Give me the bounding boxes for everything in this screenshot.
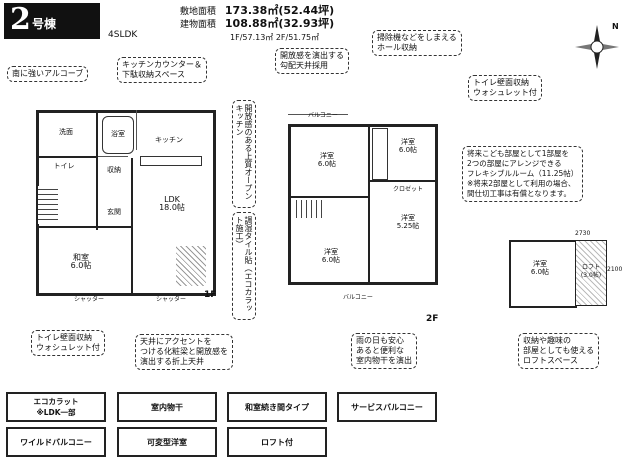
bath-area (102, 116, 134, 154)
callout-kitchen-counter: キッチンカウンター＆ 下駄収納スペース (117, 57, 207, 83)
compass-rose-icon (575, 25, 619, 69)
kitchen-counter-shape (140, 156, 202, 166)
callout-indoor-dry: 雨の日も安心 あると便利な 室内物干を演出 (351, 333, 417, 369)
callout-ceiling-2f: 開放感を演出する 勾配天井採用 (275, 48, 349, 74)
floor-plan-2f: バルコニー 洋室 6.0帖 洋室 6.0帖 洋室 5.25帖 洋室 6.0帖 ク… (288, 96, 448, 324)
callout-alcove: 南に強いアルコーブ (7, 66, 89, 82)
compass-north-label: N (612, 22, 619, 31)
feature-ecocarat: エコカラット ※LDK一部 (6, 392, 106, 422)
loft-dim-width: 2730 (575, 230, 591, 237)
callout-flexible-room: 将来こども部屋として1部屋を 2つの部屋にアレンジできる フレキシブルルーム（1… (462, 146, 584, 202)
area-table: 敷地面積 173.38㎡(52.44坪) 建物面積 108.88㎡(32.93坪… (180, 5, 334, 31)
toilet-label: トイレ (53, 162, 75, 170)
callout-loft: 収納や趣味の 部屋としても使える ロフトスペース (518, 333, 600, 369)
building-number: 2 (10, 2, 31, 37)
compass: N (572, 22, 622, 72)
closet-label: クロゼット (392, 186, 423, 193)
feature-wide-balcony: ワイルドバルコニー (6, 427, 106, 457)
callout-open-kitchen: 開放感のある上質オープンキッチン (232, 100, 256, 208)
stairs-1f (38, 186, 58, 224)
feature-loft: ロフト付 (227, 427, 327, 457)
floor-breakdown: 1F/57.13㎡ 2F/51.75㎡ (230, 33, 320, 42)
loft-size-label: ロフト (3.0帖) (580, 264, 602, 279)
site-area-value: 173.38㎡(52.44坪) (224, 4, 335, 17)
layout-type: 4SLDK (108, 30, 138, 40)
building-badge: 2 号棟 (4, 3, 100, 39)
western-room-d: 洋室 6.0帖 (321, 248, 341, 264)
tile-wall-hatch (176, 246, 206, 286)
entrance-label: 玄関 (107, 208, 121, 216)
callout-ceiling-1f: 天井にアクセントを つける化粧梁と開放感を 演出する折上天井 (135, 334, 233, 370)
callout-toilet-2f: トイレ壁面収納 ウォシュレット付 (468, 75, 542, 101)
loft-dim-height: 2100 (607, 266, 623, 273)
shutter-left: シャッター (73, 296, 104, 303)
feature-indoor-dry: 室内物干 (117, 392, 217, 422)
callout-toilet-1f: トイレ壁面収納 ウォシュレット付 (31, 330, 105, 356)
japanese-room-label: 和室 6.0帖 (70, 253, 92, 270)
bath-label: 浴室 (111, 130, 125, 138)
floor-label-2f: 2F (426, 314, 439, 324)
loft-hatch (575, 240, 607, 306)
floor-plan-1f: 浴室 洗面 トイレ 収納 キッチン LDK 18.0帖 玄関 和室 6.0帖 シ… (36, 96, 217, 303)
feature-variable-room: 可変型洋室 (117, 427, 217, 457)
callout-cleaning-storage: 掃除機などをしまえる ホール収納 (372, 30, 462, 56)
site-area-label: 敷地面積 (180, 7, 217, 17)
floor-area-label: 建物面積 (180, 20, 217, 30)
closet-boxes (372, 128, 388, 180)
loft-plan: 洋室 6.0帖 ロフト (3.0帖) 2730 2100 (505, 230, 622, 316)
feature-japanese-connected: 和室続き間タイプ (227, 392, 327, 422)
floor-label-1f: 1F (204, 290, 217, 300)
floor-area-value: 108.88㎡(32.93坪) (224, 17, 335, 30)
balcony-top-label: バルコニー (308, 112, 338, 119)
kitchen-label: キッチン (155, 136, 183, 144)
storage-label: 収納 (107, 166, 121, 174)
feature-service-balcony: サービスバルコニー (337, 392, 437, 422)
western-room-c: 洋室 5.25帖 (396, 214, 420, 230)
washroom-label: 洗面 (59, 128, 73, 136)
stairs-2f (292, 200, 322, 218)
western-room-b: 洋室 6.0帖 (398, 138, 418, 154)
building-suffix: 号棟 (32, 17, 57, 31)
callout-ecocarat: 調湿タイル貼（エコカラット施工） (232, 212, 256, 320)
loft-room-label: 洋室 6.0帖 (530, 260, 550, 276)
western-room-a: 洋室 6.0帖 (317, 152, 337, 168)
balcony-bottom-label: バルコニー (343, 294, 373, 301)
ldk-label: LDK 18.0帖 (159, 195, 185, 212)
shutter-right: シャッター (155, 296, 186, 303)
